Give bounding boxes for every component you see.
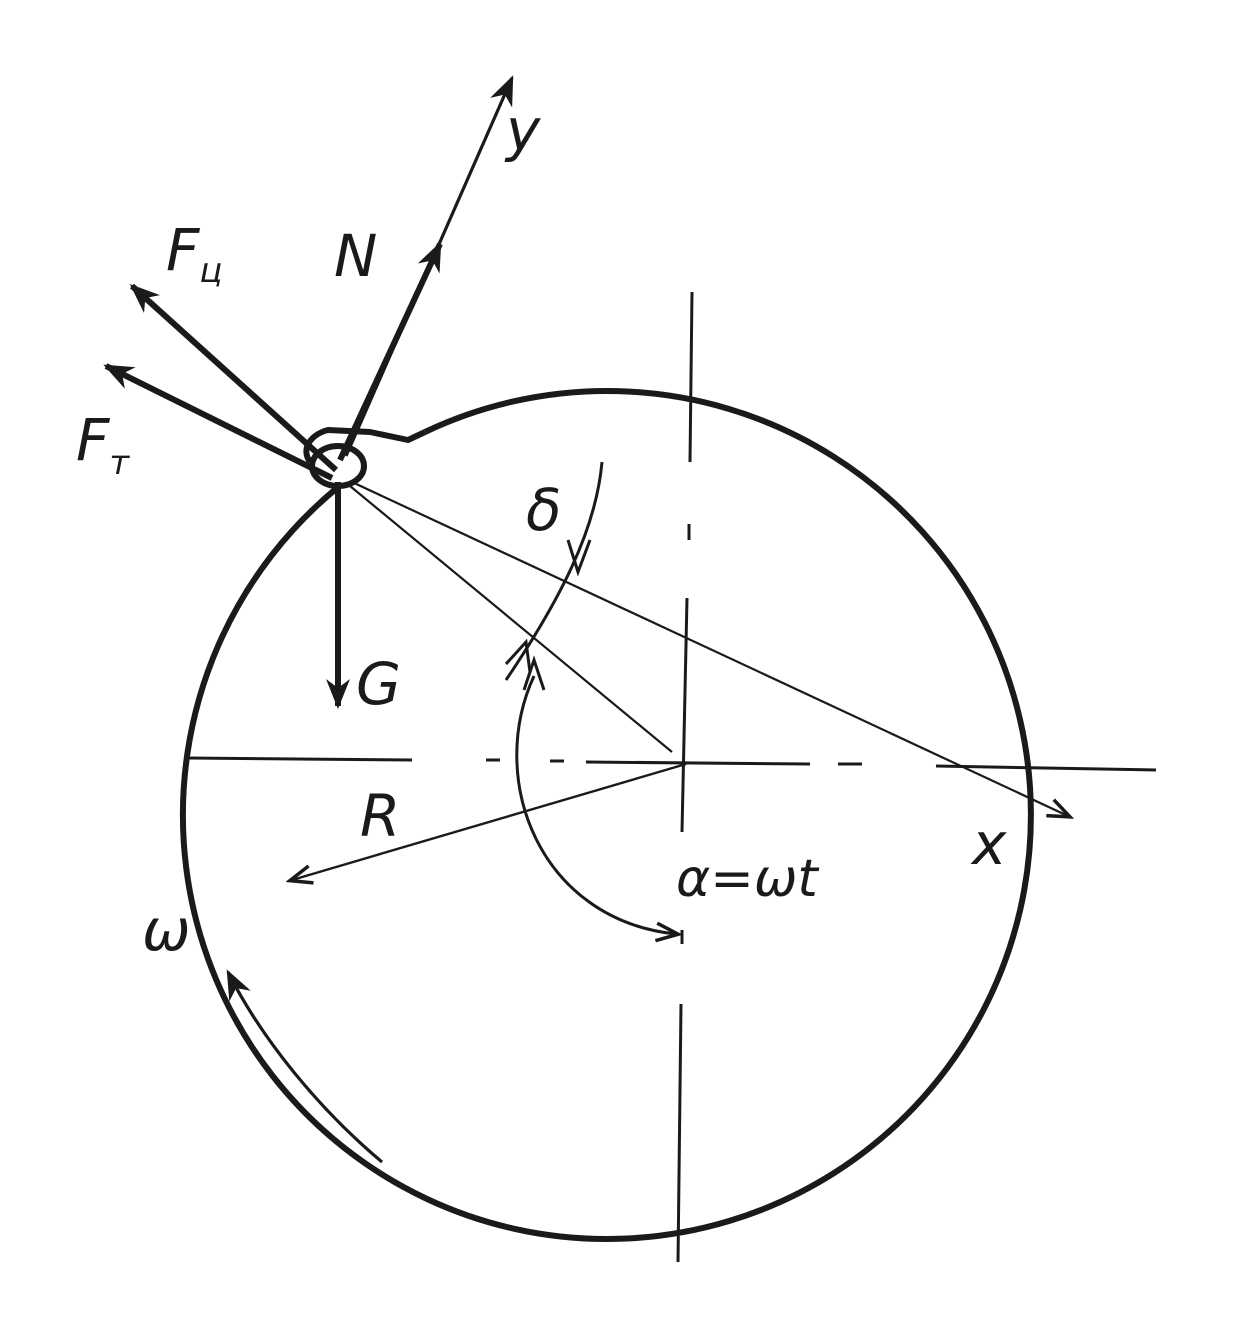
alpha-arc-start-tick (522, 655, 546, 691)
label-y-axis: y (504, 96, 541, 164)
label-radius: R (360, 782, 400, 850)
delta-arc (504, 461, 604, 681)
label-friction-force-main: F (76, 406, 111, 474)
label-gravity: G (356, 650, 401, 718)
force-n-arrow (337, 241, 443, 462)
force-ft-arrow (103, 363, 334, 481)
delta-arrow-bottom (504, 638, 532, 673)
x-axis-line (351, 481, 1068, 816)
horizontal-centerline (187, 756, 1157, 772)
alpha-arc (515, 675, 676, 934)
label-delta: δ (526, 476, 562, 544)
drum-outline (179, 387, 1034, 1242)
label-normal-force: N (334, 222, 377, 290)
label-friction-force-sub: т (109, 443, 130, 483)
label-friction-force: Fт (76, 406, 130, 483)
radius-line (292, 762, 687, 880)
label-centrifugal-force-main: F (166, 216, 201, 284)
label-rotation-angle: α=ωt (676, 849, 819, 909)
force-fc-arrow (129, 283, 339, 473)
label-angular-velocity: ω (142, 896, 191, 964)
omega-arrow (226, 969, 384, 1164)
label-x-axis: x (970, 810, 1007, 878)
label-centrifugal-force: Fц (166, 216, 223, 291)
line-to-center (349, 485, 673, 753)
label-centrifugal-force-sub: ц (199, 251, 222, 291)
vertical-centerline (676, 291, 694, 1263)
delta-arrow-top (566, 539, 592, 577)
drum-notch (303, 427, 427, 464)
